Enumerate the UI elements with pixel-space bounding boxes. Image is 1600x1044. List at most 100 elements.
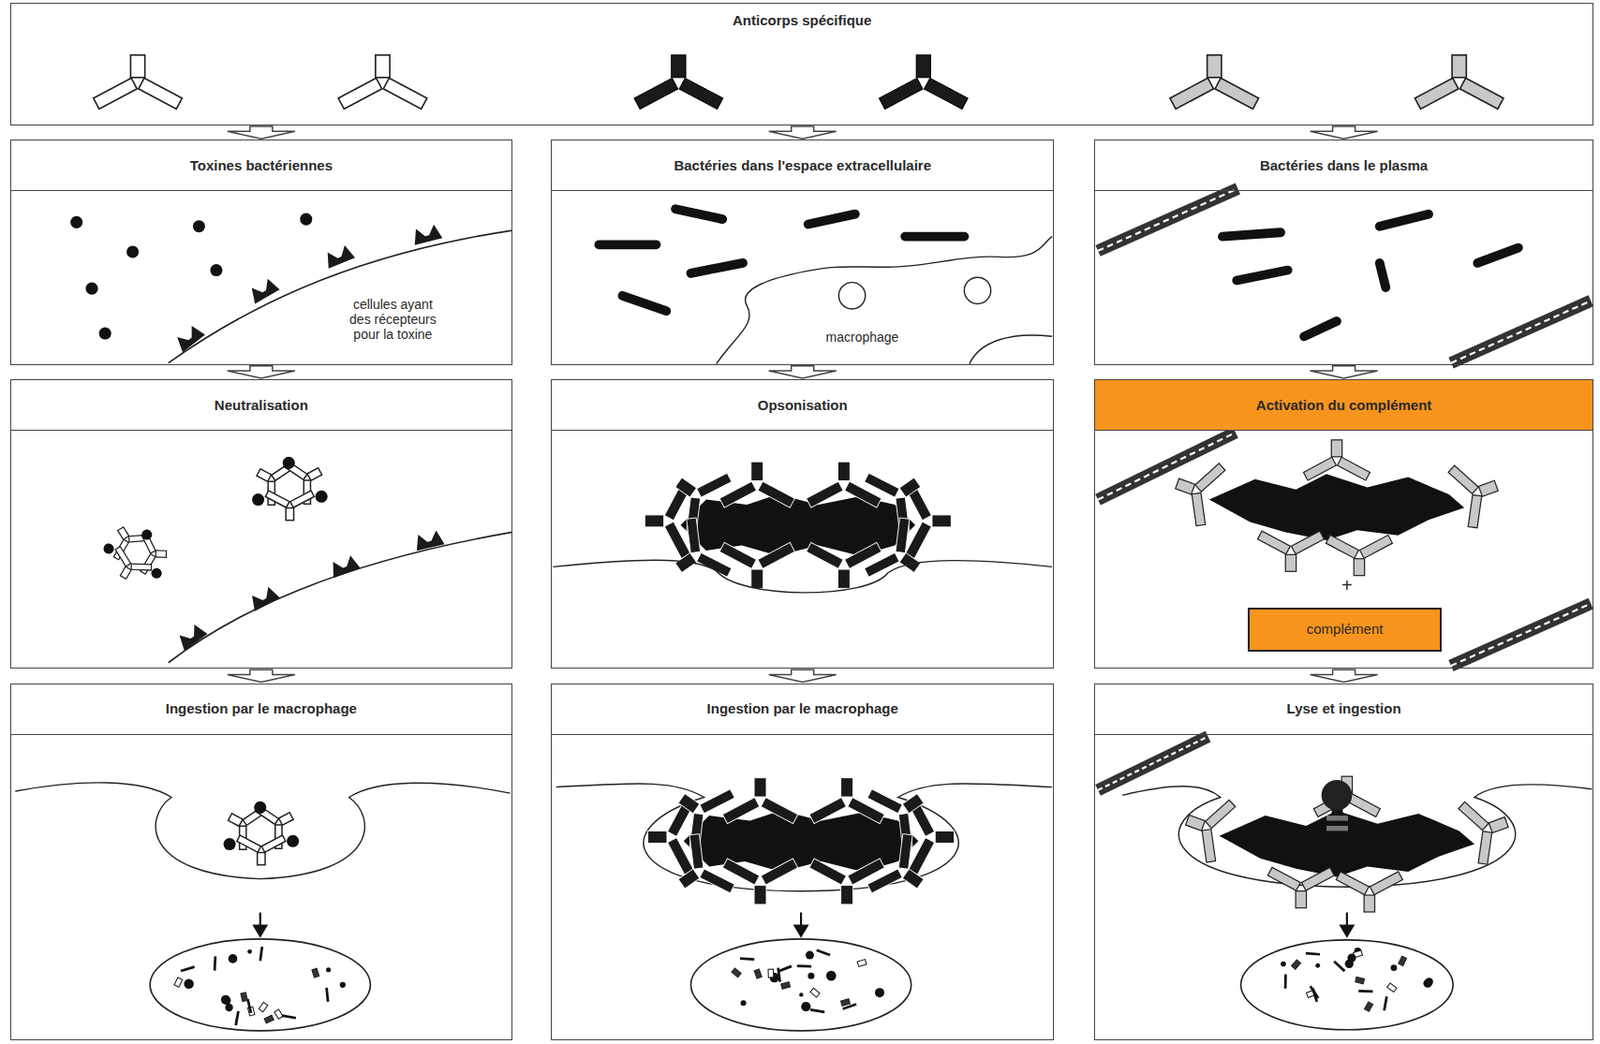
drawing bbox=[281, 1016, 297, 1020]
drawing bbox=[634, 55, 724, 110]
drawing bbox=[552, 560, 1052, 593]
blood-vessel bbox=[1097, 188, 1591, 790]
panel-heading: Toxines bactériennes bbox=[184, 157, 339, 175]
drawing bbox=[192, 220, 206, 233]
drawing bbox=[857, 960, 867, 968]
block-arrow bbox=[227, 126, 296, 139]
drawing bbox=[1358, 990, 1373, 993]
block-arrow bbox=[769, 126, 837, 139]
drawing bbox=[1477, 248, 1519, 264]
drawing bbox=[1326, 826, 1349, 831]
bacteria-panel: Bactéries dans l'espace extracellulaire bbox=[550, 139, 1054, 366]
drawing bbox=[690, 939, 911, 1032]
drawing bbox=[795, 926, 808, 937]
drawing bbox=[175, 622, 208, 652]
block-arrow bbox=[1310, 366, 1378, 379]
panel-heading: Neutralisation bbox=[208, 397, 314, 415]
panel-heading-band: Toxines bactériennes bbox=[11, 140, 512, 192]
drawing bbox=[1097, 432, 1236, 501]
drawing bbox=[70, 216, 83, 229]
panel-heading-band: Bactéries dans l'espace extracellulaire bbox=[551, 140, 1053, 192]
panel-heading: Ingestion par le macrophage bbox=[701, 700, 904, 718]
drawing bbox=[1451, 300, 1591, 363]
drawing bbox=[236, 1011, 239, 1026]
drawing bbox=[411, 223, 444, 246]
drawing bbox=[740, 1000, 747, 1007]
drawing bbox=[754, 969, 762, 979]
drawing bbox=[168, 532, 513, 663]
down-arrow bbox=[253, 913, 1353, 937]
drawing bbox=[149, 939, 371, 1032]
panel-heading: Opsonisation bbox=[752, 397, 854, 415]
bacteria-panel: Bactéries dans le plasma bbox=[1094, 139, 1595, 366]
block-arrow bbox=[227, 366, 296, 379]
drawing bbox=[91, 507, 184, 596]
drawing bbox=[1347, 953, 1356, 963]
drawing bbox=[1451, 604, 1591, 667]
toxin-dot bbox=[70, 213, 312, 341]
drawing bbox=[14, 55, 1592, 1032]
cell-membrane bbox=[168, 529, 513, 663]
panel-heading: Anticorps spécifique bbox=[726, 12, 877, 30]
digested-debris bbox=[174, 947, 1434, 1026]
drawing bbox=[1379, 263, 1387, 288]
drawing bbox=[413, 529, 445, 551]
drawing bbox=[1391, 964, 1398, 972]
drawing bbox=[1241, 940, 1454, 1031]
toxin-panel: Toxines bactériennes bbox=[10, 139, 513, 366]
panel-heading: Activation du complément bbox=[1250, 397, 1438, 415]
cell-membrane bbox=[168, 223, 513, 364]
bacterium-rod bbox=[598, 208, 964, 312]
drawing bbox=[260, 947, 263, 962]
drawing bbox=[1326, 815, 1349, 821]
drawing bbox=[86, 282, 99, 296]
drawing bbox=[1384, 996, 1388, 1011]
drawing bbox=[1315, 963, 1320, 969]
drawing bbox=[213, 956, 218, 971]
complement-label: complément bbox=[1301, 621, 1390, 638]
drawing bbox=[222, 996, 232, 1006]
drawing bbox=[874, 988, 885, 998]
drawing bbox=[183, 979, 193, 990]
drawing bbox=[247, 584, 281, 612]
drawing bbox=[1305, 953, 1320, 955]
antibody-symbol bbox=[93, 55, 1504, 110]
drawing bbox=[740, 959, 755, 961]
drawing bbox=[326, 988, 329, 1003]
drawing bbox=[1284, 974, 1288, 989]
drawing bbox=[264, 1015, 274, 1024]
drawing bbox=[221, 995, 231, 1006]
panel-heading: Bactéries dans l'espace extracellulaire bbox=[667, 157, 937, 175]
drawing bbox=[800, 1002, 811, 1012]
block-arrow bbox=[1310, 126, 1378, 139]
panel-heading-band: Activation du complément bbox=[1095, 380, 1594, 431]
drawing bbox=[878, 55, 968, 110]
drawing bbox=[969, 335, 1052, 365]
drawing bbox=[781, 982, 791, 991]
cell-label: cellules ayant des récepteurs pour la to… bbox=[340, 296, 445, 343]
drawing bbox=[1379, 214, 1429, 227]
drawing bbox=[797, 964, 812, 968]
complement-bacterium bbox=[1166, 440, 1509, 577]
drawing bbox=[247, 999, 252, 1014]
drawing bbox=[1166, 440, 1509, 577]
drawing bbox=[1364, 1002, 1374, 1012]
complement-box: complément bbox=[1247, 607, 1442, 652]
neutralized-complex bbox=[91, 449, 332, 595]
outcome-panel: Ingestion par le macrophage bbox=[10, 683, 513, 1041]
panel-heading-band: Ingestion par le macrophage bbox=[551, 684, 1053, 736]
drawing bbox=[826, 971, 837, 982]
drawing bbox=[1170, 55, 1260, 110]
drawing bbox=[810, 1009, 825, 1012]
drawing bbox=[173, 323, 206, 354]
drawing bbox=[622, 296, 667, 312]
drawing bbox=[1414, 55, 1504, 110]
antibody-panel: Anticorps spécifique bbox=[10, 2, 1595, 126]
panel-heading-band: complément bbox=[1249, 609, 1440, 651]
drawing bbox=[1355, 977, 1365, 984]
drawing bbox=[1291, 960, 1302, 970]
panel-heading-band: Anticorps spécifique bbox=[11, 3, 1594, 38]
drawing bbox=[299, 213, 312, 226]
drawing bbox=[99, 327, 112, 341]
